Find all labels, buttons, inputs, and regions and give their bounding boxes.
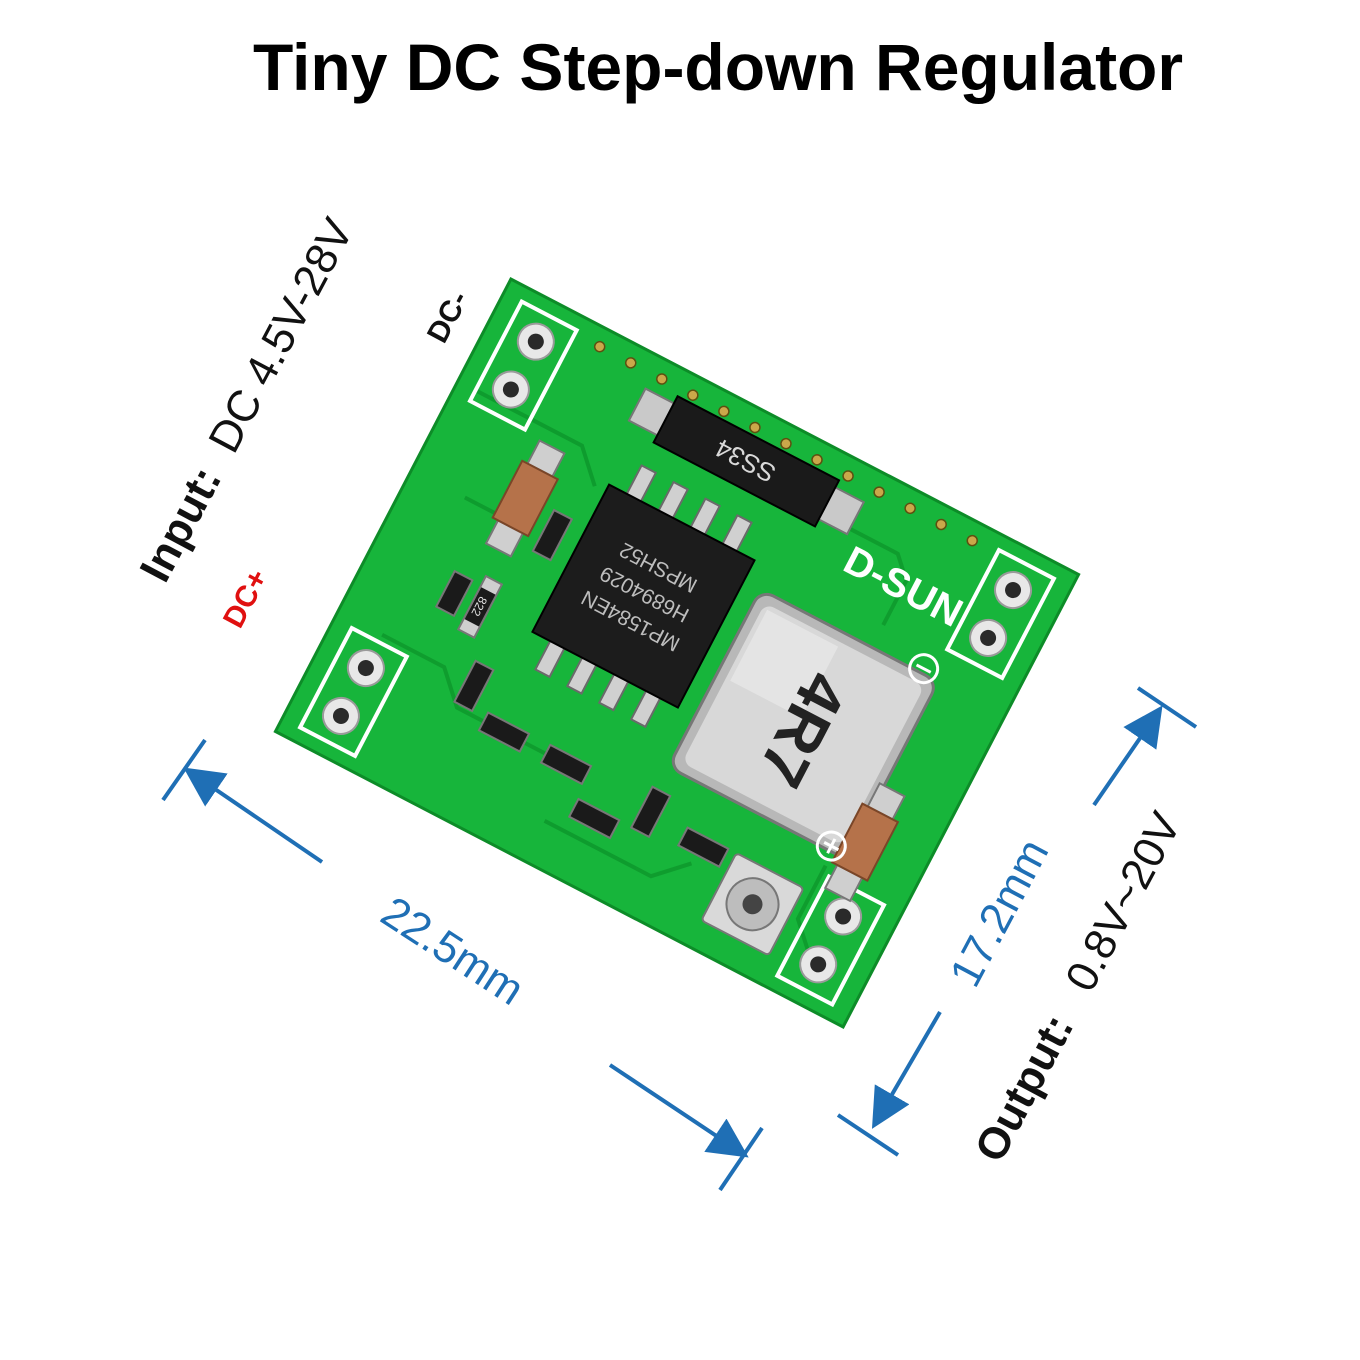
dimension-width-label: 22.5mm	[373, 887, 533, 1015]
via-row	[593, 340, 978, 547]
dimension-height-arrow-top	[1092, 705, 1163, 807]
dimension-height-arrow-bottom	[871, 1010, 942, 1129]
dimension-width-arrow-right	[608, 1063, 749, 1158]
dimension-height-tick-top	[1136, 686, 1198, 729]
pad-group-dc-minus	[467, 298, 580, 433]
terminal-dc-minus: DC-	[421, 286, 475, 349]
dimension-height-label: 17.2mm	[941, 831, 1059, 994]
pad-group-out-minus	[944, 547, 1057, 681]
inductor: 4R7	[671, 592, 935, 856]
terminal-dc-plus: DC+	[217, 564, 275, 633]
dimension-width	[161, 738, 764, 1192]
smd-components	[434, 508, 730, 868]
input-spec-text: Input: DC 4.5V-28V	[131, 210, 364, 590]
trim-potentiometer	[701, 853, 804, 956]
dimension-height-tick-bottom	[836, 1113, 900, 1157]
output-label: Output:	[966, 1006, 1084, 1169]
input-value: DC 4.5V-28V	[199, 210, 363, 460]
dimension-width-tick-left	[161, 738, 207, 802]
page-title: Tiny DC Step-down Regulator	[253, 30, 1183, 104]
capacitor-right	[823, 781, 906, 903]
ic-chip: MPSH52 H6894029 MP1584EN	[531, 464, 756, 729]
polarity-marks	[815, 653, 940, 862]
output-spec: Output: 0.8V~20V	[966, 804, 1192, 1170]
output-spec-text: Output: 0.8V~20V	[966, 804, 1192, 1170]
dimension-width-tick-right	[718, 1126, 764, 1192]
pad-group-dc-plus	[297, 625, 410, 759]
input-spec: Input: DC 4.5V-28V	[131, 210, 364, 590]
output-value: 0.8V~20V	[1056, 804, 1191, 999]
capacitor-left	[484, 439, 566, 558]
input-label: Input:	[131, 459, 232, 590]
pcb-board: SS34 D-SUN MPSH52 H6894029 MP1584EN 4R7	[273, 277, 1081, 1029]
dimension-width-arrow-left	[183, 767, 324, 864]
dimension-height	[836, 686, 1198, 1157]
resistor-822: 822	[456, 574, 504, 639]
